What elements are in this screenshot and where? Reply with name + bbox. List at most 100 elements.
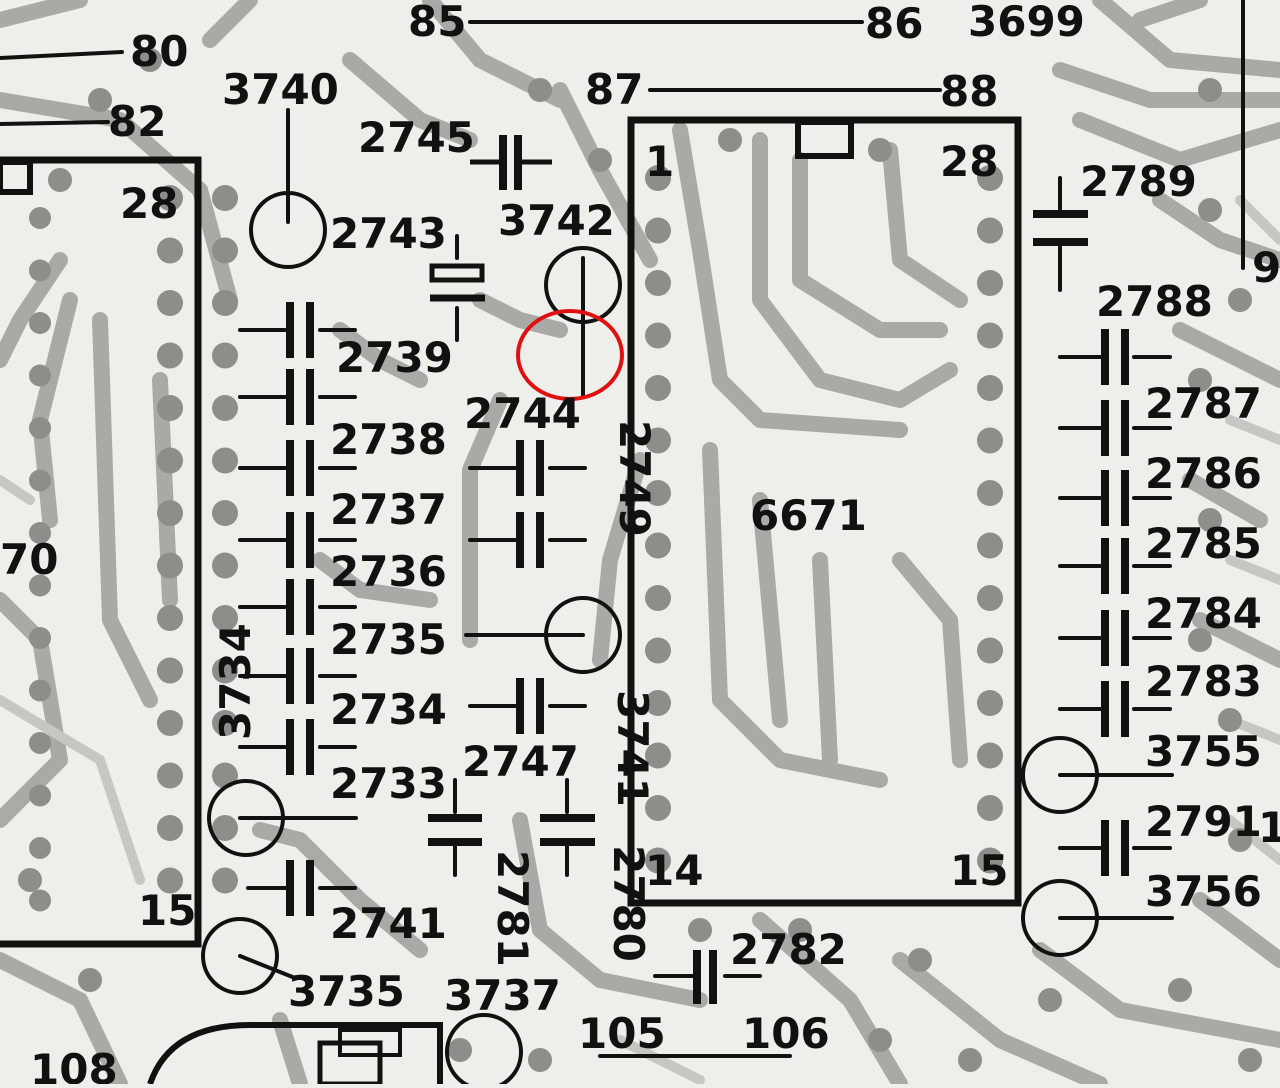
solder-pad (977, 375, 1003, 401)
ref-2739: 2739 (336, 333, 453, 382)
ref-2786: 2786 (1145, 449, 1262, 498)
solder-pad (977, 847, 1003, 874)
solder-pad (718, 128, 742, 152)
cap-vertical (428, 814, 595, 846)
ref-2749: 2749 (610, 420, 659, 537)
solder-pad (157, 447, 183, 474)
ref-2787: 2787 (1145, 379, 1262, 428)
highlight-circle (516, 309, 624, 401)
ref-2747: 2747 (462, 737, 579, 786)
ref-2737: 2737 (330, 485, 447, 534)
solder-pad (528, 1048, 552, 1072)
solder-pad (212, 185, 238, 211)
solder-pad (688, 918, 712, 942)
ref-2780: 2780 (604, 845, 653, 962)
solder-pad (645, 480, 671, 506)
solder-pad (868, 1028, 892, 1052)
solder-pad (645, 375, 671, 401)
ref-2735: 2735 (330, 615, 447, 664)
ref-2788: 2788 (1096, 277, 1213, 326)
solder-pad (977, 322, 1003, 349)
ref-3755: 3755 (1145, 727, 1262, 776)
net-label-108: 108 (30, 1045, 118, 1084)
solder-pad (29, 784, 51, 807)
solder-pad (29, 259, 51, 282)
net-label-10: 10 (1258, 803, 1280, 852)
solder-pad (29, 364, 51, 387)
resistor-ring (1021, 736, 1099, 814)
solder-pad (645, 217, 671, 244)
ic-main-pin-14: 14 (645, 846, 703, 895)
solder-pad (977, 165, 1003, 191)
solder-pad (977, 427, 1003, 454)
solder-pad (157, 815, 183, 841)
solder-pad (212, 867, 238, 894)
net-label-9: 9 (1252, 243, 1280, 292)
solder-pad (212, 447, 238, 474)
net-label-88: 88 (940, 67, 998, 116)
ic-main-pin-1: 1 (645, 137, 674, 186)
ref-2785: 2785 (1145, 519, 1262, 568)
solder-pad (157, 552, 183, 579)
solder-pad (29, 627, 51, 649)
solder-pad (977, 217, 1003, 244)
solder-pad (48, 168, 72, 192)
solder-pad (212, 395, 238, 421)
solder-pad (645, 690, 671, 716)
resistor-ring (544, 246, 622, 324)
solder-pad (448, 1038, 472, 1062)
solder-pad (868, 138, 892, 162)
solder-pad (645, 165, 671, 191)
resistor-ring (249, 191, 327, 269)
solder-pad (29, 889, 51, 912)
ref-2744: 2744 (464, 389, 581, 438)
ref-3734: 3734 (211, 623, 260, 740)
solder-pad (958, 1048, 982, 1072)
solder-pad (977, 480, 1003, 506)
solder-pad (157, 710, 183, 736)
net-label-106: 106 (742, 1009, 830, 1058)
solder-pad (977, 532, 1003, 559)
ref-2783: 2783 (1145, 657, 1262, 706)
ref-2791: 2791 (1145, 797, 1262, 846)
ref-2745: 2745 (358, 113, 475, 162)
solder-pad (212, 290, 238, 316)
net-label-85: 85 (408, 0, 466, 46)
cap-2745 (470, 135, 552, 190)
solder-pad (212, 237, 238, 264)
solder-pad (157, 395, 183, 421)
solder-pad (645, 742, 671, 769)
ref-2782: 2782 (730, 925, 847, 974)
ref-3699: 3699 (968, 0, 1085, 46)
solder-pad (212, 710, 238, 736)
solder-pad (1198, 508, 1222, 532)
solder-pad (645, 427, 671, 454)
ref-2743: 2743 (330, 209, 447, 258)
ref-3737: 3737 (444, 971, 561, 1020)
ref-3740: 3740 (222, 65, 339, 114)
solder-pad (1228, 828, 1252, 852)
ic-left-pin-15: 15 (138, 886, 196, 935)
solder-pad (157, 867, 183, 894)
cap-2782 (693, 950, 717, 1004)
solder-pad (908, 948, 932, 972)
net-label-87: 87 (585, 65, 643, 114)
solder-pad (588, 148, 612, 172)
solder-pad (78, 968, 102, 992)
ic-bodies (0, 116, 1022, 1087)
solder-pad (157, 237, 183, 264)
solder-pad (645, 585, 671, 611)
solder-pad (157, 762, 183, 789)
ref-2784: 2784 (1145, 589, 1262, 638)
solder-pad (1198, 78, 1222, 102)
solder-pad (977, 742, 1003, 769)
solder-pad (157, 290, 183, 316)
ref-2736: 2736 (330, 547, 447, 596)
solder-pad (645, 637, 671, 664)
solder-pad (29, 732, 51, 754)
cap-2789 (1033, 210, 1088, 246)
solder-pad (29, 417, 51, 439)
solder-pad (138, 48, 162, 72)
